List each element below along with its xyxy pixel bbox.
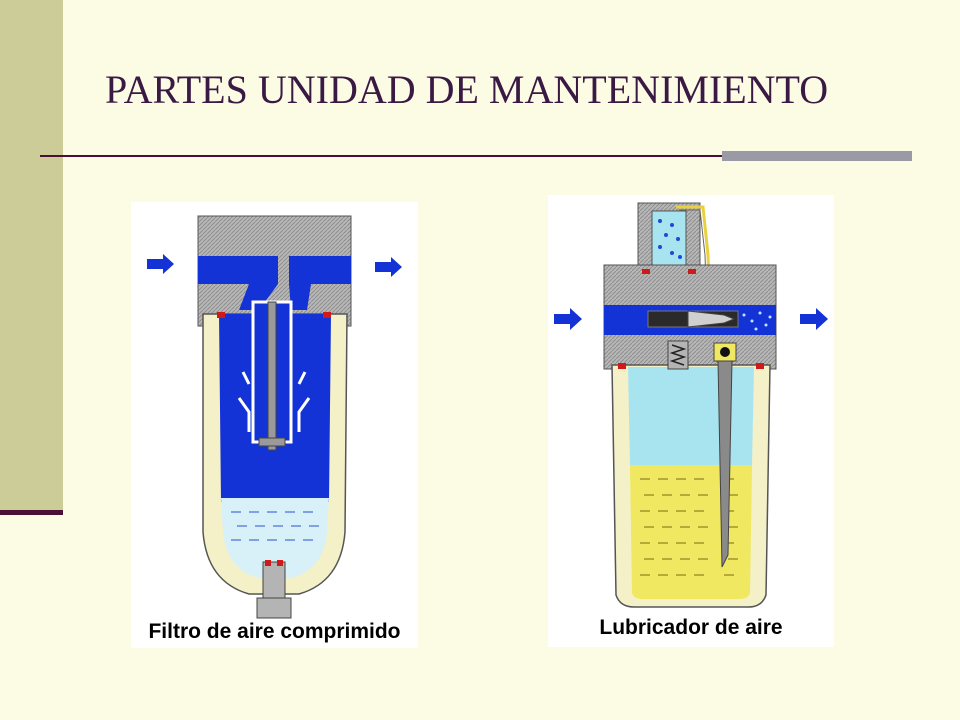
page-title: PARTES UNIDAD DE MANTENIMIENTO bbox=[105, 67, 829, 112]
center-rod bbox=[267, 301, 277, 451]
title-divider-accent bbox=[722, 151, 912, 161]
lubricator-figure: Lubricador de aire bbox=[548, 195, 834, 647]
sidebar-accent bbox=[0, 510, 63, 515]
oil-reservoir bbox=[630, 465, 752, 599]
filter-diagram bbox=[147, 215, 402, 619]
siphon-tube bbox=[717, 360, 733, 568]
inlet-arrow-icon bbox=[554, 308, 582, 330]
outlet-channel bbox=[289, 256, 351, 284]
outlet-arrow-icon bbox=[800, 308, 828, 330]
outlet-arrow-icon bbox=[375, 257, 402, 277]
filter-caption: Filtro de aire comprimido bbox=[148, 620, 401, 643]
drain-valve bbox=[262, 561, 286, 603]
filter-figure: Filtro de aire comprimido bbox=[131, 202, 418, 648]
sidebar-bar bbox=[0, 0, 63, 510]
inlet-channel bbox=[198, 256, 278, 284]
lubricator-caption: Lubricador de aire bbox=[599, 616, 783, 639]
lubricator-diagram bbox=[554, 202, 828, 608]
water-layer bbox=[221, 498, 329, 578]
air-space bbox=[628, 367, 754, 465]
title-divider bbox=[40, 155, 912, 157]
inlet-arrow-icon bbox=[147, 254, 174, 274]
